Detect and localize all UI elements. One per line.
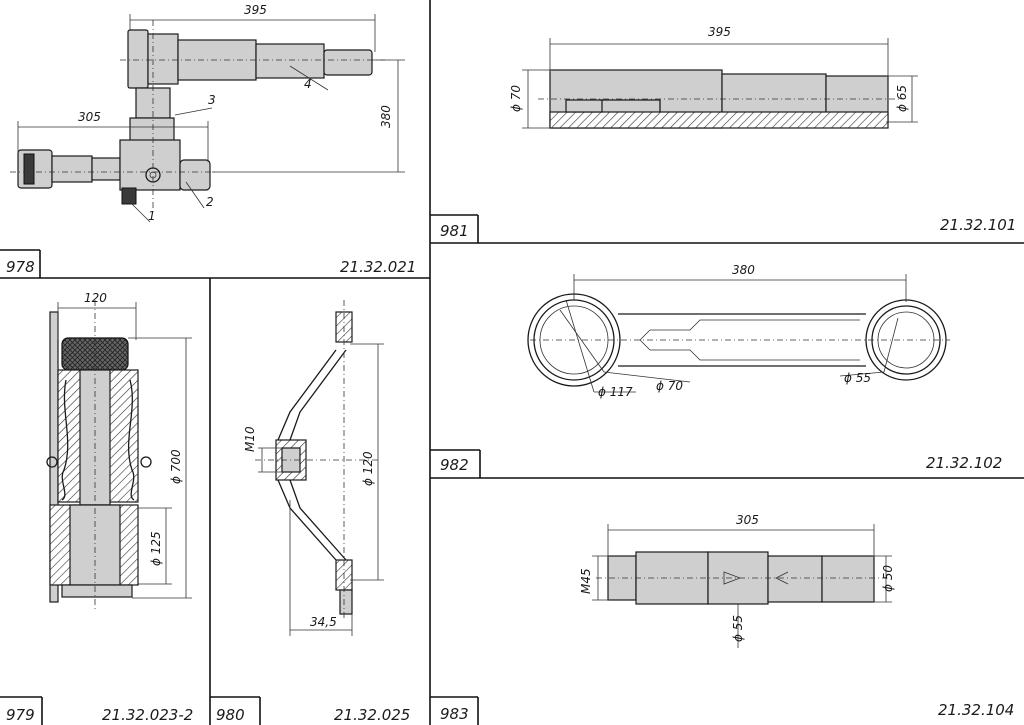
dim-m10-label: M10: [243, 426, 257, 452]
panel-number-978: 978: [6, 258, 35, 276]
dim-phi50-label: ϕ 50: [881, 565, 895, 592]
dim-395-label-981: 395: [708, 25, 731, 39]
dim-305-label-983: 305: [736, 513, 759, 527]
callout-3: 3: [208, 93, 216, 107]
dim-phi125-label: ϕ 125: [149, 531, 163, 566]
dim-phi700-label: ϕ 700: [169, 449, 183, 484]
dim-380-label: 380: [379, 105, 393, 128]
dim-phi117-label: ϕ 117: [598, 385, 633, 399]
panel-number-981: 981: [440, 222, 469, 240]
part-code-982: 21.32.102: [926, 454, 1002, 472]
callout-1: 1: [148, 209, 156, 223]
callout-2: 2: [206, 195, 214, 209]
part-code-983: 21.32.104: [938, 701, 1014, 719]
panel-982: 380 ϕ 117 ϕ 70 ϕ 55 982 21.32.102: [430, 263, 1002, 478]
dim-120-label: 120: [84, 291, 107, 305]
dim-phi65-label: ϕ 65: [895, 85, 909, 112]
panel-983: 305 M45 ϕ 55 ϕ 50 983 21.32.104: [430, 513, 1014, 725]
part-code-980: 21.32.025: [334, 706, 410, 724]
part-code-979: 21.32.023-2: [102, 706, 193, 724]
dim-395-label: 395: [244, 3, 267, 17]
dim-380-label-982: 380: [732, 263, 755, 277]
dim-305-label: 305: [78, 110, 101, 124]
callout-4: 4: [304, 77, 312, 91]
part-code-978: 21.32.021: [340, 258, 416, 276]
panel-number-980: 980: [216, 706, 245, 724]
dim-34-5-label: 34,5: [310, 615, 337, 629]
part-code-981: 21.32.101: [940, 216, 1016, 234]
dim-phi55-label-983: ϕ 55: [731, 615, 745, 642]
dim-phi70-label-981: ϕ 70: [509, 85, 523, 112]
panel-number-982: 982: [440, 456, 469, 474]
dim-m45-label: M45: [579, 568, 593, 594]
dim-phi55-label-982: ϕ 55: [844, 371, 871, 385]
dim-phi120-label: ϕ 120: [361, 451, 375, 486]
dim-phi70-label-982: ϕ 70: [656, 379, 683, 393]
panel-979: 120 ϕ 700 ϕ 125 979 21.32.023-2: [0, 291, 193, 725]
panel-number-983: 983: [440, 705, 469, 723]
panel-number-979: 979: [6, 706, 35, 724]
panel-978: 395 305 380 4 3 2 1 978 21.32.021: [0, 3, 416, 278]
panel-981: 395 ϕ 70 ϕ 65 981 21.32.101: [430, 25, 1016, 243]
panel-980: M10 ϕ 120 34,5 980 21.32.025: [210, 300, 410, 725]
